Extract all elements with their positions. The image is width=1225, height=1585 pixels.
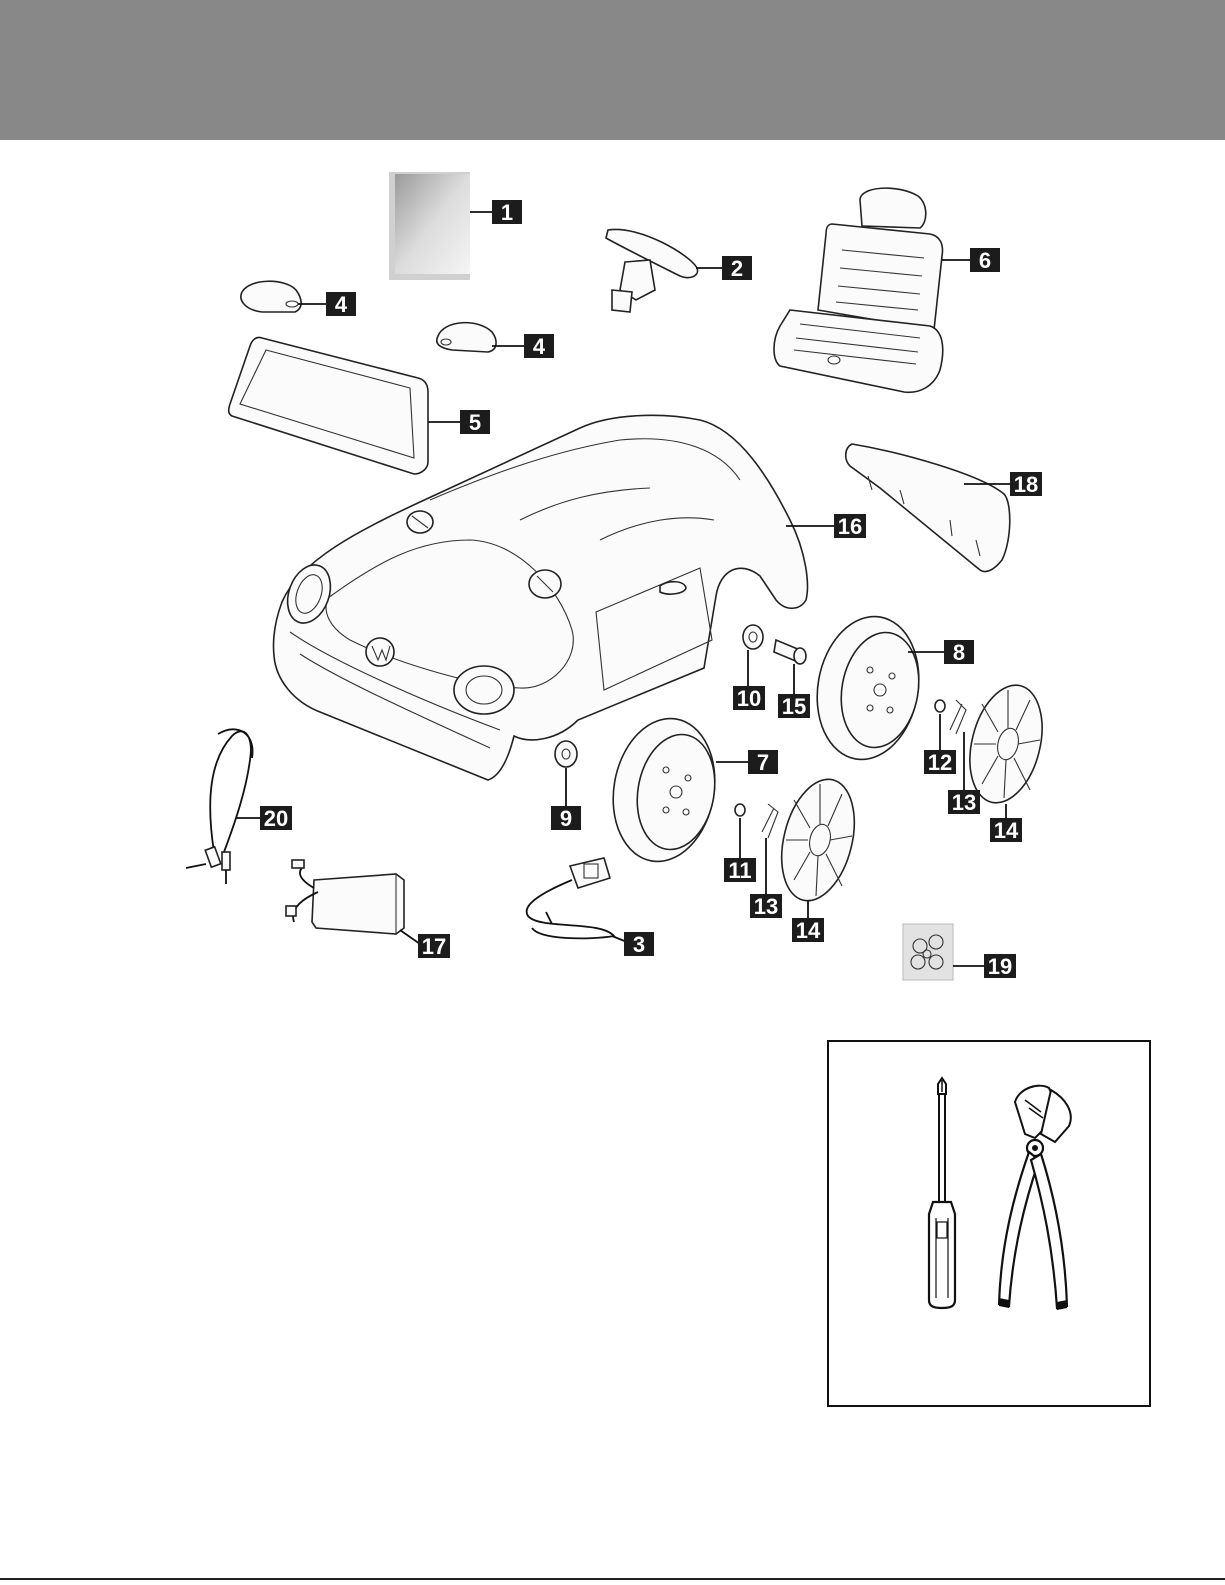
callout-label: 3 <box>633 932 645 957</box>
callout-mirror-right: 4 <box>524 334 554 359</box>
callout-wheel-front: 7 <box>748 750 778 775</box>
callout-hardware-bag: 19 <box>984 954 1016 979</box>
callout-label: 18 <box>1014 472 1038 497</box>
owners-manual <box>389 172 470 280</box>
callout-label: 20 <box>264 806 288 831</box>
tools-illustration <box>829 1042 1149 1405</box>
side-mirror-left <box>241 281 301 312</box>
callout-label: 13 <box>952 790 976 815</box>
callout-label: 10 <box>737 686 761 711</box>
callout-car-body: 16 <box>834 514 866 539</box>
washer-front <box>555 741 577 767</box>
steering-wheel <box>606 229 698 312</box>
callout-aux-cable: 20 <box>260 806 292 831</box>
small-washer-front <box>735 804 745 816</box>
callout-label: 8 <box>953 640 965 665</box>
small-washer-rear <box>935 700 945 712</box>
callout-battery: 17 <box>418 934 450 959</box>
wheel-rear <box>806 608 929 767</box>
windshield <box>229 337 428 474</box>
washer-rear <box>743 625 763 649</box>
callout-seat: 6 <box>970 248 1000 273</box>
spacer-tube <box>774 640 806 664</box>
rear-spoiler <box>846 444 1010 572</box>
callout-label: 11 <box>728 858 751 883</box>
callout-mirror-left: 4 <box>326 292 356 317</box>
callout-rear-spoiler: 18 <box>1010 472 1042 497</box>
callout-label: 14 <box>796 918 821 943</box>
callout-charger: 3 <box>624 932 654 957</box>
parts-diagram: 1 2 3 4 4 5 6 7 8 9 10 11 12 13 13 14 14… <box>0 0 1225 1010</box>
callout-label: 19 <box>988 954 1012 979</box>
callout-label: 9 <box>560 806 572 831</box>
battery <box>286 860 404 934</box>
callout-label: 16 <box>838 514 862 539</box>
callout-washer-rear: 10 <box>733 686 765 711</box>
bottom-rule <box>0 1578 1225 1580</box>
callout-hubcap-rear: 14 <box>990 818 1022 843</box>
callout-label: 12 <box>928 750 952 775</box>
callout-windshield: 5 <box>460 410 490 435</box>
aux-cable <box>186 729 253 884</box>
callout-wheel-rear: 8 <box>944 640 974 665</box>
callout-washer-front: 9 <box>551 806 581 831</box>
callout-label: 6 <box>979 248 991 273</box>
callout-small-washer-rear: 12 <box>924 750 956 775</box>
callout-spacer-tube: 15 <box>778 694 810 719</box>
car-body <box>273 415 807 780</box>
charger <box>527 858 614 938</box>
callout-label: 17 <box>422 934 446 959</box>
callout-label: 5 <box>469 410 481 435</box>
seat <box>774 188 943 392</box>
phillips-screwdriver-icon <box>929 1078 955 1308</box>
callout-hubcap-front: 14 <box>792 918 824 943</box>
callout-cotter-pin-front: 13 <box>750 894 782 919</box>
callout-label: 2 <box>731 256 743 281</box>
callout-steering-wheel: 2 <box>722 256 752 281</box>
hardware-bag <box>903 924 953 980</box>
callout-label: 4 <box>335 292 348 317</box>
cotter-pin-rear <box>950 700 966 734</box>
callout-label: 13 <box>754 894 778 919</box>
callout-label: 1 <box>501 200 513 225</box>
tools-required-box <box>827 1040 1151 1407</box>
callout-manual: 1 <box>492 200 522 225</box>
callout-label: 4 <box>533 334 546 359</box>
side-mirror-right <box>437 323 496 352</box>
callout-cotter-pin-rear: 13 <box>948 790 980 815</box>
pliers-icon <box>999 1086 1071 1310</box>
callout-label: 7 <box>757 750 769 775</box>
wheel-front <box>602 710 725 869</box>
hubcap-front <box>770 772 866 909</box>
callout-label: 14 <box>994 818 1019 843</box>
callout-label: 15 <box>782 694 806 719</box>
callout-small-washer-front: 11 <box>724 858 756 883</box>
cotter-pin-front <box>762 804 778 838</box>
